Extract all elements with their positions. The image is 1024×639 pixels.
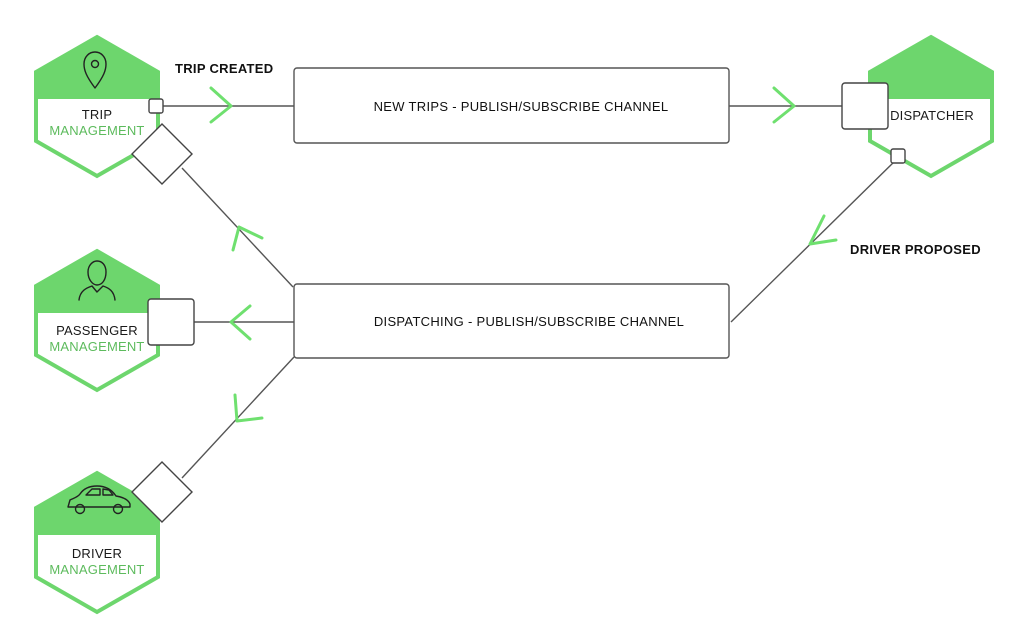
passenger-input-port	[147, 298, 195, 346]
dispatcher-output-port	[890, 148, 906, 164]
driver-node-title: DRIVER	[72, 546, 122, 561]
trip-node-title: TRIP	[82, 107, 112, 122]
arrow-up-left-to-trip	[231, 225, 264, 252]
new-trips-channel: NEW TRIPS - PUBLISH/SUBSCRIBE CHANNEL	[293, 67, 730, 144]
driver-management-node: DRIVER MANAGEMENT	[34, 461, 193, 615]
arrow-down-left-driver-proposed	[808, 214, 838, 246]
trip-input-port	[131, 123, 193, 185]
trip-management-node: TRIP MANAGEMENT	[34, 34, 193, 185]
trip-output-port	[148, 98, 164, 114]
passenger-management-node: PASSENGER MANAGEMENT	[34, 248, 195, 393]
arrow-down-left-to-driver	[233, 393, 264, 423]
passenger-node-title: PASSENGER	[56, 323, 138, 338]
arrow-right-to-dispatcher	[772, 86, 796, 124]
dispatcher-node: DISPATCHER	[841, 34, 994, 179]
new-trips-channel-label: NEW TRIPS - PUBLISH/SUBSCRIBE CHANNEL	[374, 99, 669, 114]
passenger-node-subtitle: MANAGEMENT	[49, 339, 144, 354]
map-pin-icon	[83, 51, 107, 89]
dispatching-channel: DISPATCHING - PUBLISH/SUBSCRIBE CHANNEL	[293, 283, 730, 359]
arrow-right-trip-created	[209, 86, 233, 124]
trip-node-subtitle: MANAGEMENT	[49, 123, 144, 138]
arrow-left-to-passenger	[229, 304, 252, 341]
driver-node-subtitle: MANAGEMENT	[49, 562, 144, 577]
dispatching-channel-label: DISPATCHING - PUBLISH/SUBSCRIBE CHANNEL	[374, 314, 684, 329]
connector-dispatcher-to-dispatching	[730, 158, 898, 323]
dispatcher-input-port	[841, 82, 889, 130]
flow-arrows	[209, 86, 838, 423]
driver-input-port	[131, 461, 193, 523]
car-icon	[67, 485, 131, 515]
driver-proposed-label: DRIVER PROPOSED	[850, 242, 981, 257]
person-icon	[78, 260, 116, 301]
dispatcher-node-title: DISPATCHER	[890, 108, 974, 123]
trip-created-label: TRIP CREATED	[175, 61, 273, 76]
